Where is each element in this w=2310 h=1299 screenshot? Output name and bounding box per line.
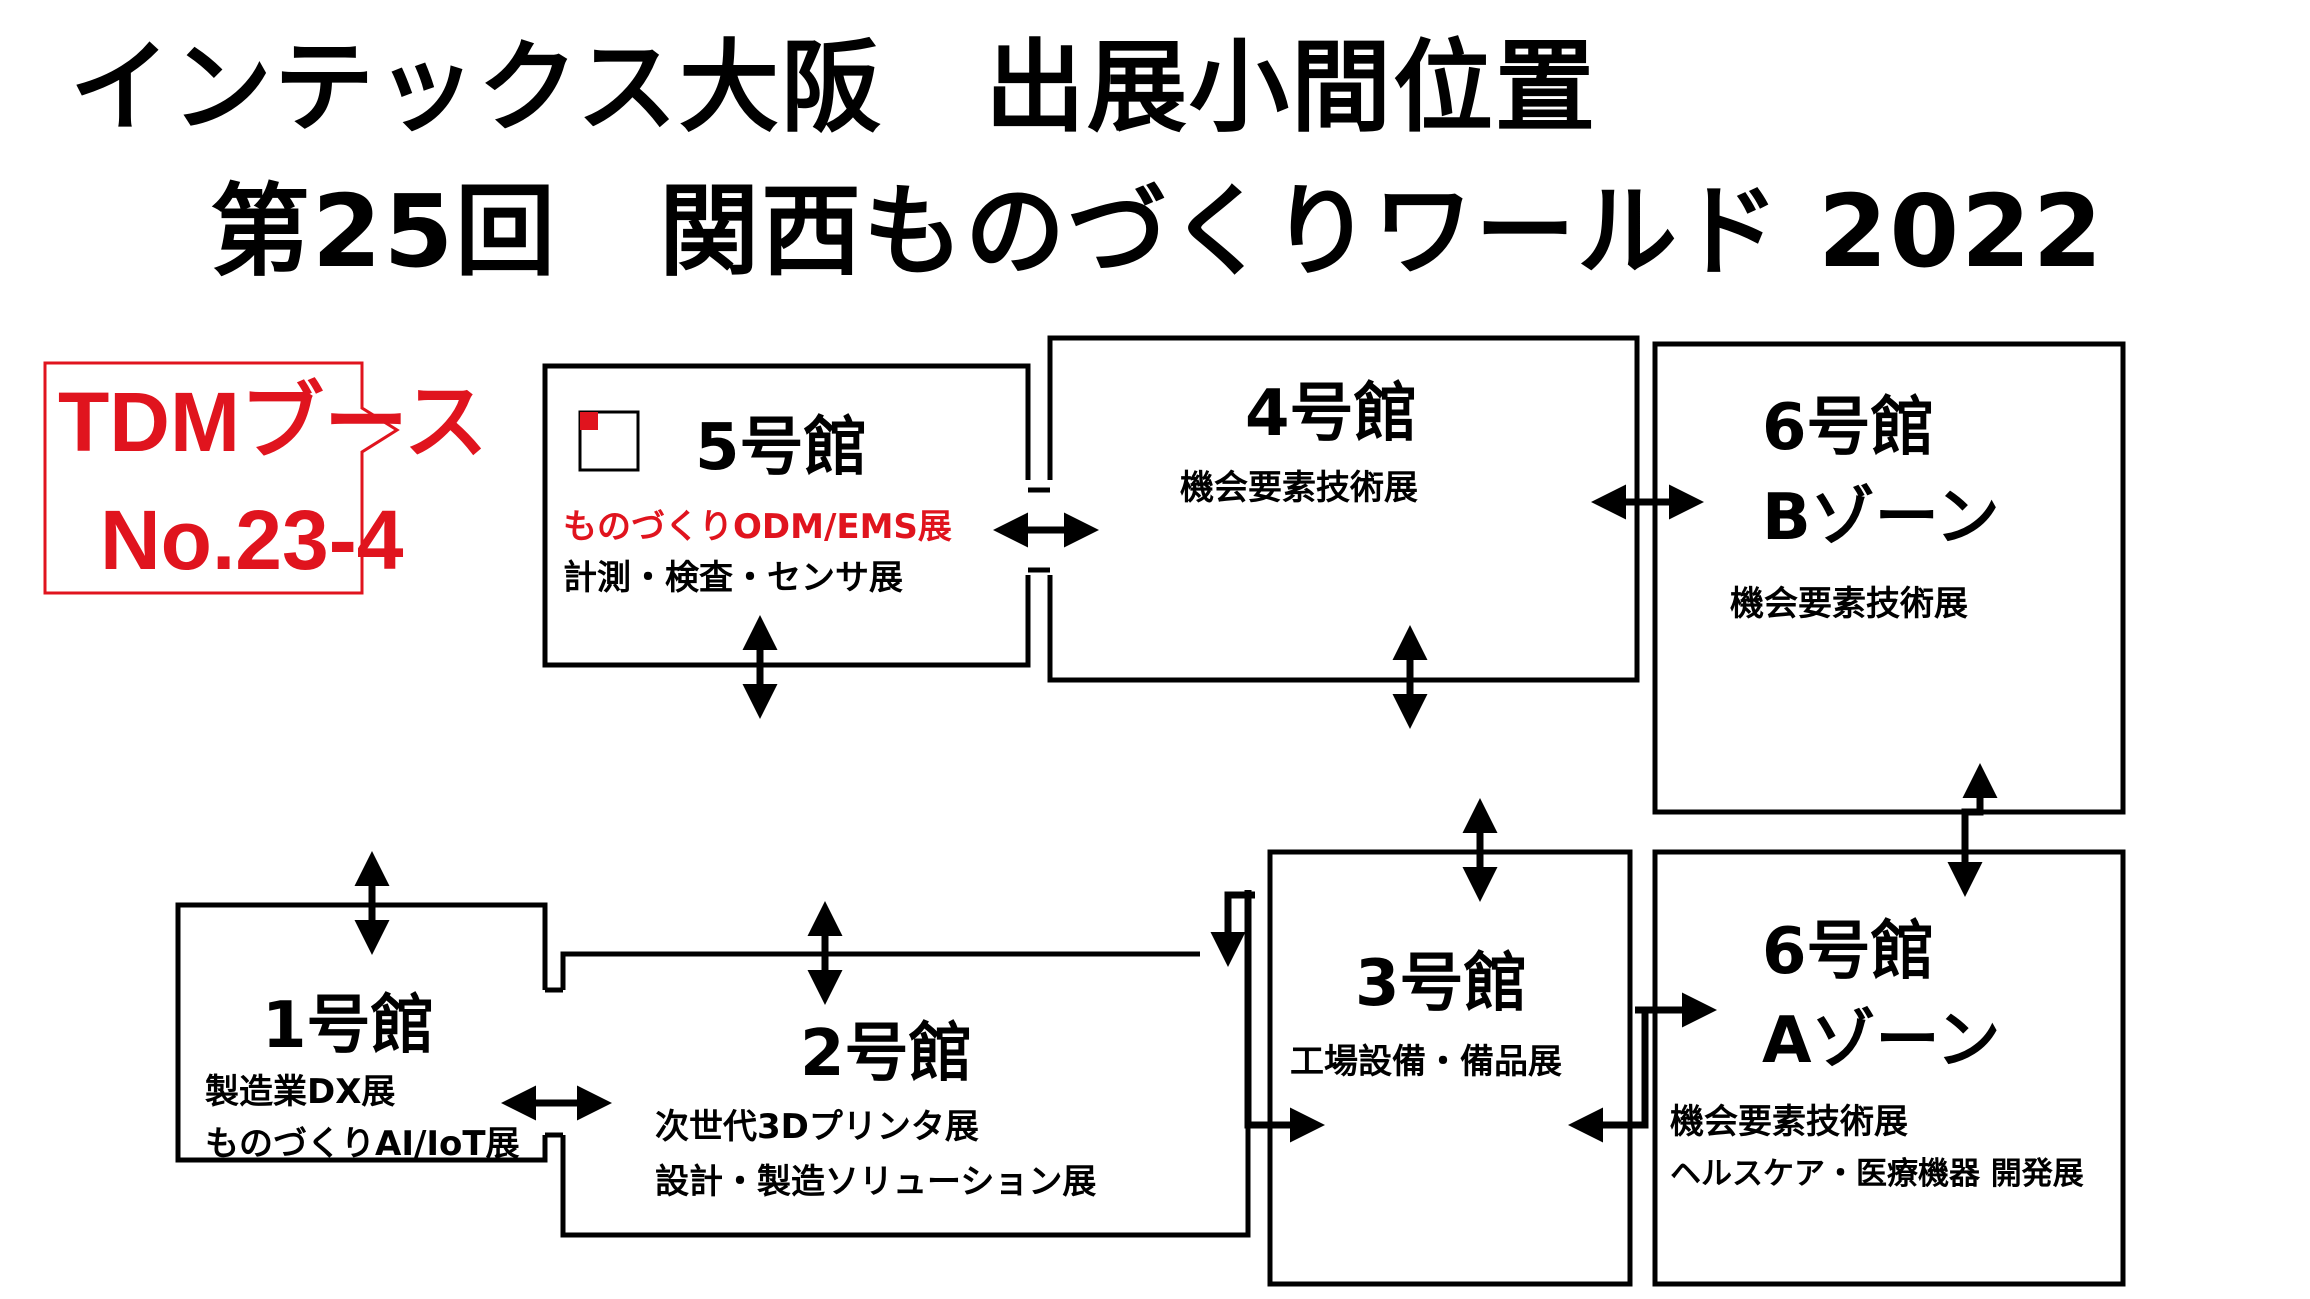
hall2-name: 2号館	[800, 1017, 973, 1091]
hall2-exhibit-2: 設計・製造ソリューション展	[655, 1162, 1097, 1202]
hall6b-name: 6号館	[1762, 391, 1935, 465]
hall1-exhibit-2: ものづくりAI/IoT展	[205, 1124, 520, 1164]
hall5-exhibit-2: 計測・検査・センサ展	[563, 558, 903, 598]
hall1-outline	[175, 902, 548, 1163]
arrow-6b-6a	[1947, 763, 1998, 897]
hall4-exhibit-1: 機会要素技術展	[1180, 468, 1418, 508]
hall2-exhibit-1: 次世代3Dプリンタ展	[655, 1107, 979, 1147]
arrow-3-6a-bottom	[1568, 1010, 1649, 1143]
callout-booth-number: No.23-4	[100, 493, 404, 587]
callout-booth-label: TDMブース	[58, 375, 488, 469]
hall6a-zone: Aゾーン	[1762, 1004, 2001, 1078]
hall3-name: 3号館	[1355, 947, 1528, 1021]
hall5-exhibit-1: ものづくりODM/EMS展	[563, 507, 952, 547]
hall6b-zone: Bゾーン	[1762, 481, 2000, 555]
hall6a-outline	[1652, 849, 2126, 1287]
hall6b-outline	[1652, 341, 2126, 815]
tdm-booth-callout	[43, 361, 400, 595]
hall6a-exhibit-2: ヘルスケア・医療機器 開発展	[1670, 1156, 2084, 1192]
hall3-outline	[1267, 849, 1633, 1287]
arrow-2-3-bottom	[1244, 890, 1325, 1143]
page-subtitle: 第25回 関西ものづくりワールド 2022	[210, 173, 2105, 290]
hall3-exhibit-1: 工場設備・備品展	[1290, 1042, 1562, 1082]
hall6b-exhibit-1: 機会要素技術展	[1730, 584, 1968, 624]
hall4-name: 4号館	[1245, 377, 1418, 451]
hall5-name: 5号館	[695, 411, 868, 485]
hall6a-name: 6号館	[1762, 915, 1935, 989]
booth-marker-icon	[578, 410, 640, 472]
hall6a-exhibit-1: 機会要素技術展	[1670, 1102, 1908, 1142]
hall5-outline	[542, 363, 1031, 668]
hall1-name: 1号館	[262, 989, 435, 1063]
page-title: インテックス大阪 出展小間位置	[70, 29, 1597, 146]
hall1-exhibit-1: 製造業DX展	[205, 1072, 396, 1112]
